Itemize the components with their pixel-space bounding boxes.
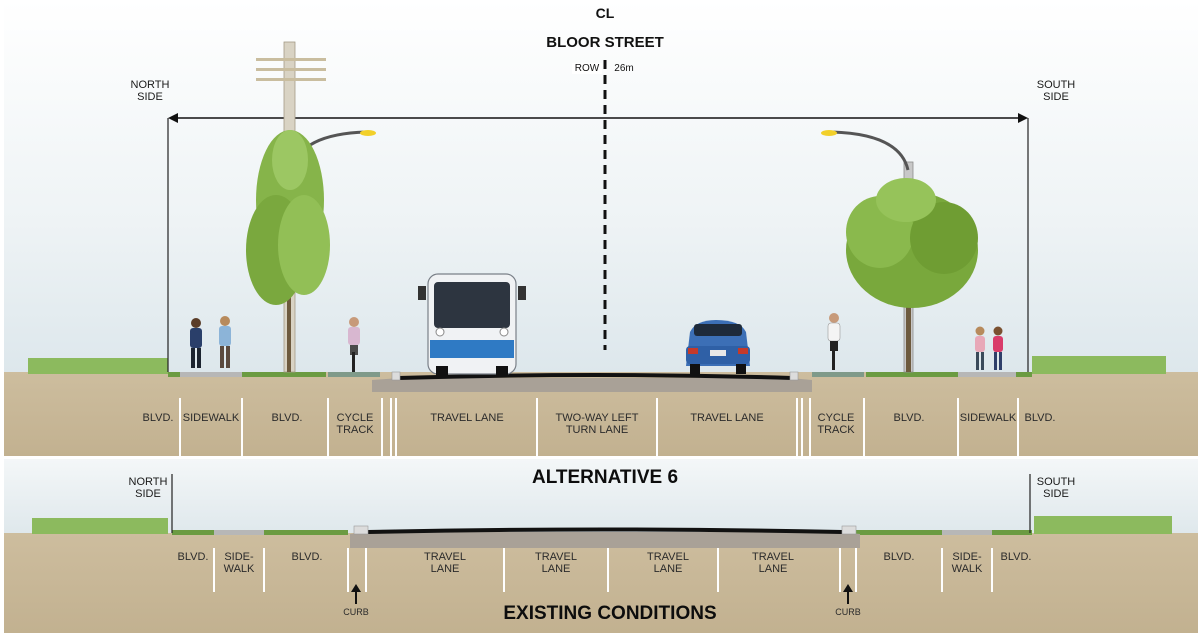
south-side-label-top: SOUTH SIDE	[1026, 79, 1086, 103]
north-tree	[246, 130, 330, 372]
row-label: ROW	[572, 63, 602, 74]
top-segment-label: TRAVEL LANE	[430, 412, 504, 424]
north-side-label-bottom: NORTH SIDE	[128, 476, 168, 501]
top-segment-label: SIDEWALK	[182, 412, 240, 424]
pedestrian-north-2	[219, 316, 231, 368]
south-cycle-track	[812, 372, 864, 377]
north-streetlight-lamp	[360, 130, 376, 136]
cyclist-south	[827, 313, 841, 370]
bottom-segment-label: BLVD.	[291, 551, 323, 563]
asphalt-top	[397, 373, 793, 380]
bottom-north-sidewalk	[214, 530, 264, 535]
bottom-road-base	[350, 532, 860, 548]
top-segment-label: BLVD.	[142, 412, 174, 424]
road-base	[372, 378, 812, 392]
south-side-line2: SIDE	[1043, 91, 1069, 104]
row-value: 26m	[614, 63, 634, 74]
pedestrian-north-1	[190, 318, 202, 368]
north-sidewalk	[180, 372, 242, 377]
north-side-label-top: NORTH SIDE	[120, 79, 180, 103]
bottom-south-sidewalk	[942, 530, 992, 535]
top-segment-label: SIDEWALK	[959, 412, 1017, 424]
existing-conditions-title: EXISTING CONDITIONS	[503, 603, 717, 624]
row-arrow-right	[1018, 113, 1028, 123]
bottom-segment-dividers	[213, 548, 993, 592]
pedestrian-south-2	[993, 326, 1003, 370]
curb-label-right: CURB	[835, 607, 861, 617]
blvd-grass-north	[242, 372, 326, 377]
bottom-north-grass	[32, 518, 168, 534]
centerline-symbol: CL	[595, 5, 615, 21]
car	[686, 320, 750, 374]
bottom-sky	[4, 459, 1198, 533]
south-tree	[846, 178, 978, 372]
north-side-line1: NORTH	[130, 79, 170, 91]
north-side-line2: SIDE	[137, 91, 163, 104]
curb-arrow-left	[351, 584, 361, 604]
bottom-ground	[4, 533, 1198, 633]
street-name: BLOOR STREET	[546, 34, 664, 51]
top-sky	[4, 0, 1198, 372]
cyclist-north	[348, 317, 360, 372]
bottom-south-grass	[1034, 516, 1172, 534]
top-segment-label: BLVD.	[1024, 412, 1056, 424]
alternative-6-title: ALTERNATIVE 6	[531, 467, 679, 488]
row-arrow-left	[168, 113, 178, 123]
bottom-segment-label: SIDE-WALK	[223, 551, 255, 576]
top-segment-dividers	[179, 398, 1019, 456]
north-grass	[28, 358, 168, 374]
pedestrian-south-1	[975, 326, 985, 370]
bottom-segment-label: BLVD.	[883, 551, 915, 563]
bottom-segment-label: BLVD.	[177, 551, 209, 563]
curb-label-left: CURB	[343, 607, 369, 617]
top-segment-label: BLVD.	[893, 412, 925, 424]
south-side-label-bottom: SOUTH SIDE	[1036, 476, 1076, 501]
blvd-grass-south	[866, 372, 958, 377]
top-segment-label: TRAVEL LANE	[690, 412, 764, 424]
bottom-segment-label: BLVD.	[1000, 551, 1032, 563]
bus	[418, 273, 526, 376]
south-side-line1: SOUTH	[1036, 79, 1076, 91]
bottom-segment-label: SIDE-WALK	[951, 551, 983, 576]
top-segment-label: BLVD.	[271, 412, 303, 424]
south-sidewalk	[958, 372, 1016, 377]
curb-arrow-right	[843, 584, 853, 604]
north-cycle-track	[328, 372, 380, 377]
south-grass	[1032, 356, 1166, 374]
bottom-asphalt	[367, 527, 843, 534]
